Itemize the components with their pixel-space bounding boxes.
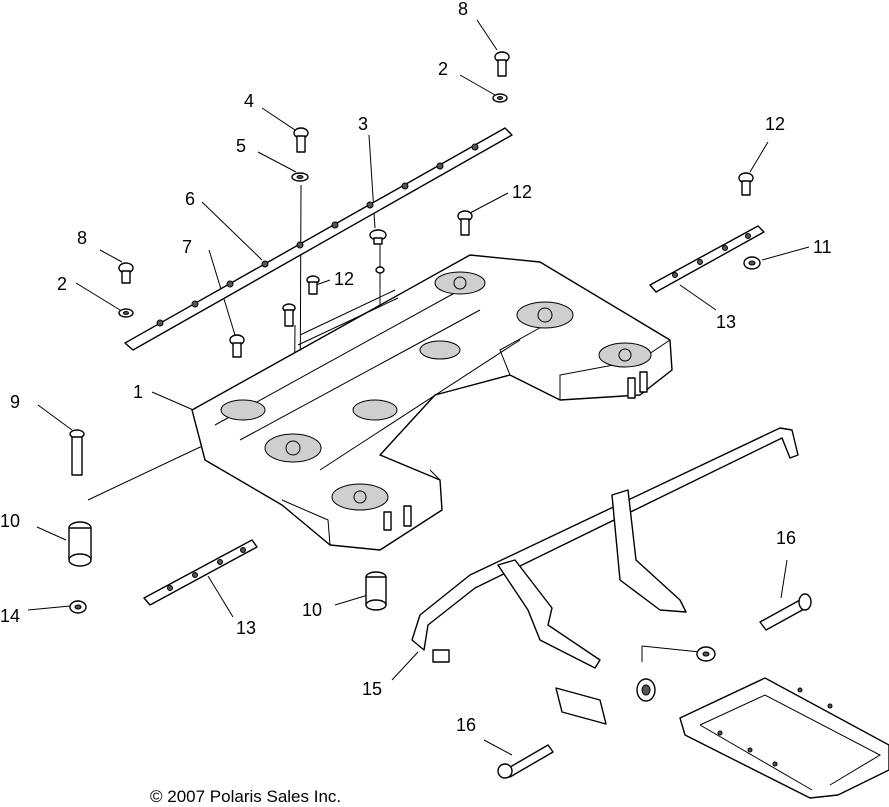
bracket-hardware	[555, 646, 716, 725]
callout-9: 9	[10, 392, 21, 412]
callout-6: 6	[185, 189, 196, 209]
callout-10-left: 10	[0, 511, 21, 531]
callout-15: 15	[362, 679, 383, 699]
callout-5: 5	[236, 136, 247, 156]
callout-12-mid: 12	[512, 182, 533, 202]
rack-1	[191, 254, 673, 551]
callout-7: 7	[182, 237, 193, 257]
callout-12-right: 12	[765, 114, 786, 134]
callout-3: 3	[358, 114, 369, 134]
leader-lines	[27, 19, 810, 756]
callout-2-left: 2	[57, 274, 68, 294]
copyright-notice: © 2007 Polaris Sales Inc.	[150, 787, 342, 806]
fasteners	[68, 51, 761, 614]
box-frame	[679, 677, 889, 799]
callout-8-top: 8	[458, 0, 469, 19]
rail-6	[124, 127, 513, 351]
callout-8-left: 8	[77, 228, 88, 248]
callout-4: 4	[244, 91, 255, 111]
callout-2-top: 2	[438, 59, 449, 79]
bolt-16-right	[759, 593, 812, 631]
rail-13-upper	[649, 225, 765, 293]
callout-1: 1	[133, 382, 144, 402]
callout-16-lower: 16	[456, 715, 477, 735]
callout-16-right: 16	[776, 528, 797, 548]
rail-13-lower	[143, 539, 258, 606]
callout-12-small: 12	[334, 269, 355, 289]
callout-13-upper: 13	[716, 312, 737, 332]
callout-10-right: 10	[302, 600, 323, 620]
callout-13-lower: 13	[236, 618, 257, 638]
callout-11: 11	[813, 237, 832, 257]
bolt-16-lower	[497, 744, 554, 779]
callout-14: 14	[0, 606, 21, 626]
frame-15	[411, 427, 799, 669]
